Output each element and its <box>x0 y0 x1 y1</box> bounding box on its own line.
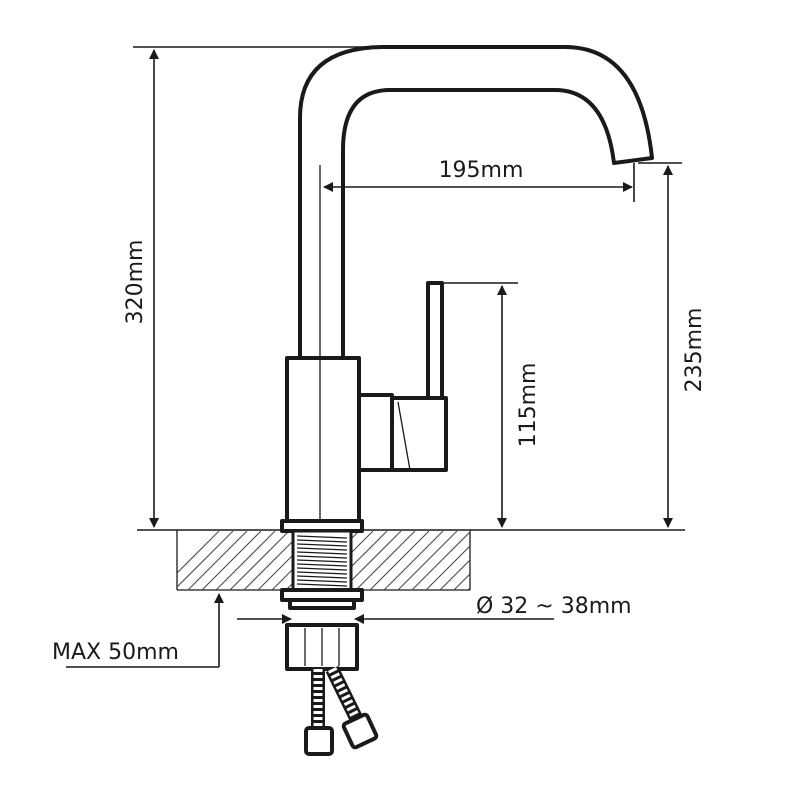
countertop-hatching <box>177 531 470 590</box>
dimension-total-height: 320mm <box>123 46 385 528</box>
faucet-body <box>280 45 654 533</box>
spout-height-label: 235mm <box>682 308 707 393</box>
max-thickness-label: MAX 50mm <box>52 640 179 665</box>
dimension-hole-diameter: Ø 32 ~ 38mm <box>237 594 632 624</box>
total-height-label: 320mm <box>123 240 148 325</box>
supply-hoses <box>304 665 379 756</box>
spout-reach-label: 195mm <box>439 158 524 183</box>
countertop <box>137 529 685 591</box>
hole-diameter-label: Ø 32 ~ 38mm <box>476 594 632 619</box>
handle-height-label: 115mm <box>516 363 541 448</box>
dimension-handle-height: 115mm <box>444 282 541 528</box>
shank-threads <box>296 535 348 587</box>
dimension-spout-height: 235mm <box>638 162 707 528</box>
dimension-spout-reach: 195mm <box>323 158 635 202</box>
dimension-max-thickness: MAX 50mm <box>52 593 224 668</box>
mounting-shank <box>280 529 364 671</box>
